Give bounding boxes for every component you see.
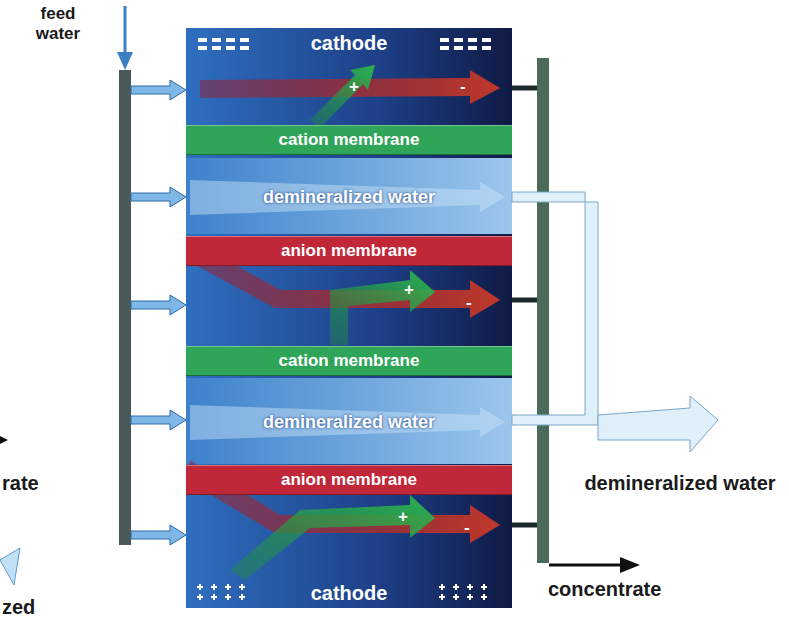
cation-membrane: cation membrane: [186, 346, 512, 376]
node-text: cathode: [311, 582, 388, 605]
ion-sign: +: [398, 507, 408, 527]
ion-sign: +: [404, 280, 414, 300]
node-text: cation membrane: [279, 351, 420, 371]
node-text: demineralized water: [263, 187, 435, 208]
outlet-label: demineralized water: [580, 472, 780, 495]
outlet-label: concentrate: [548, 578, 661, 601]
node-text: anion membrane: [281, 470, 417, 490]
diluate-channel: demineralized water: [186, 180, 512, 214]
node-text: cathode: [311, 32, 388, 55]
electrode-bar: cathode: [252, 578, 446, 608]
ion-sign: -: [464, 518, 470, 538]
ion-sign: +: [349, 77, 359, 97]
ion-sign: -: [466, 293, 472, 313]
ion-sign: -: [460, 77, 466, 97]
node-text: cation membrane: [279, 130, 420, 150]
electrode-bar: cathode: [252, 28, 446, 58]
anion-membrane: anion membrane: [186, 236, 512, 266]
anion-membrane: anion membrane: [186, 465, 512, 495]
partial-label: rate: [2, 472, 39, 495]
node-text: anion membrane: [281, 241, 417, 261]
cation-membrane: cation membrane: [186, 125, 512, 155]
diluate-channel: demineralized water: [186, 405, 512, 439]
partial-label: zed: [2, 596, 35, 619]
node-text: demineralized water: [263, 412, 435, 433]
feed-label: feed water: [18, 4, 98, 43]
